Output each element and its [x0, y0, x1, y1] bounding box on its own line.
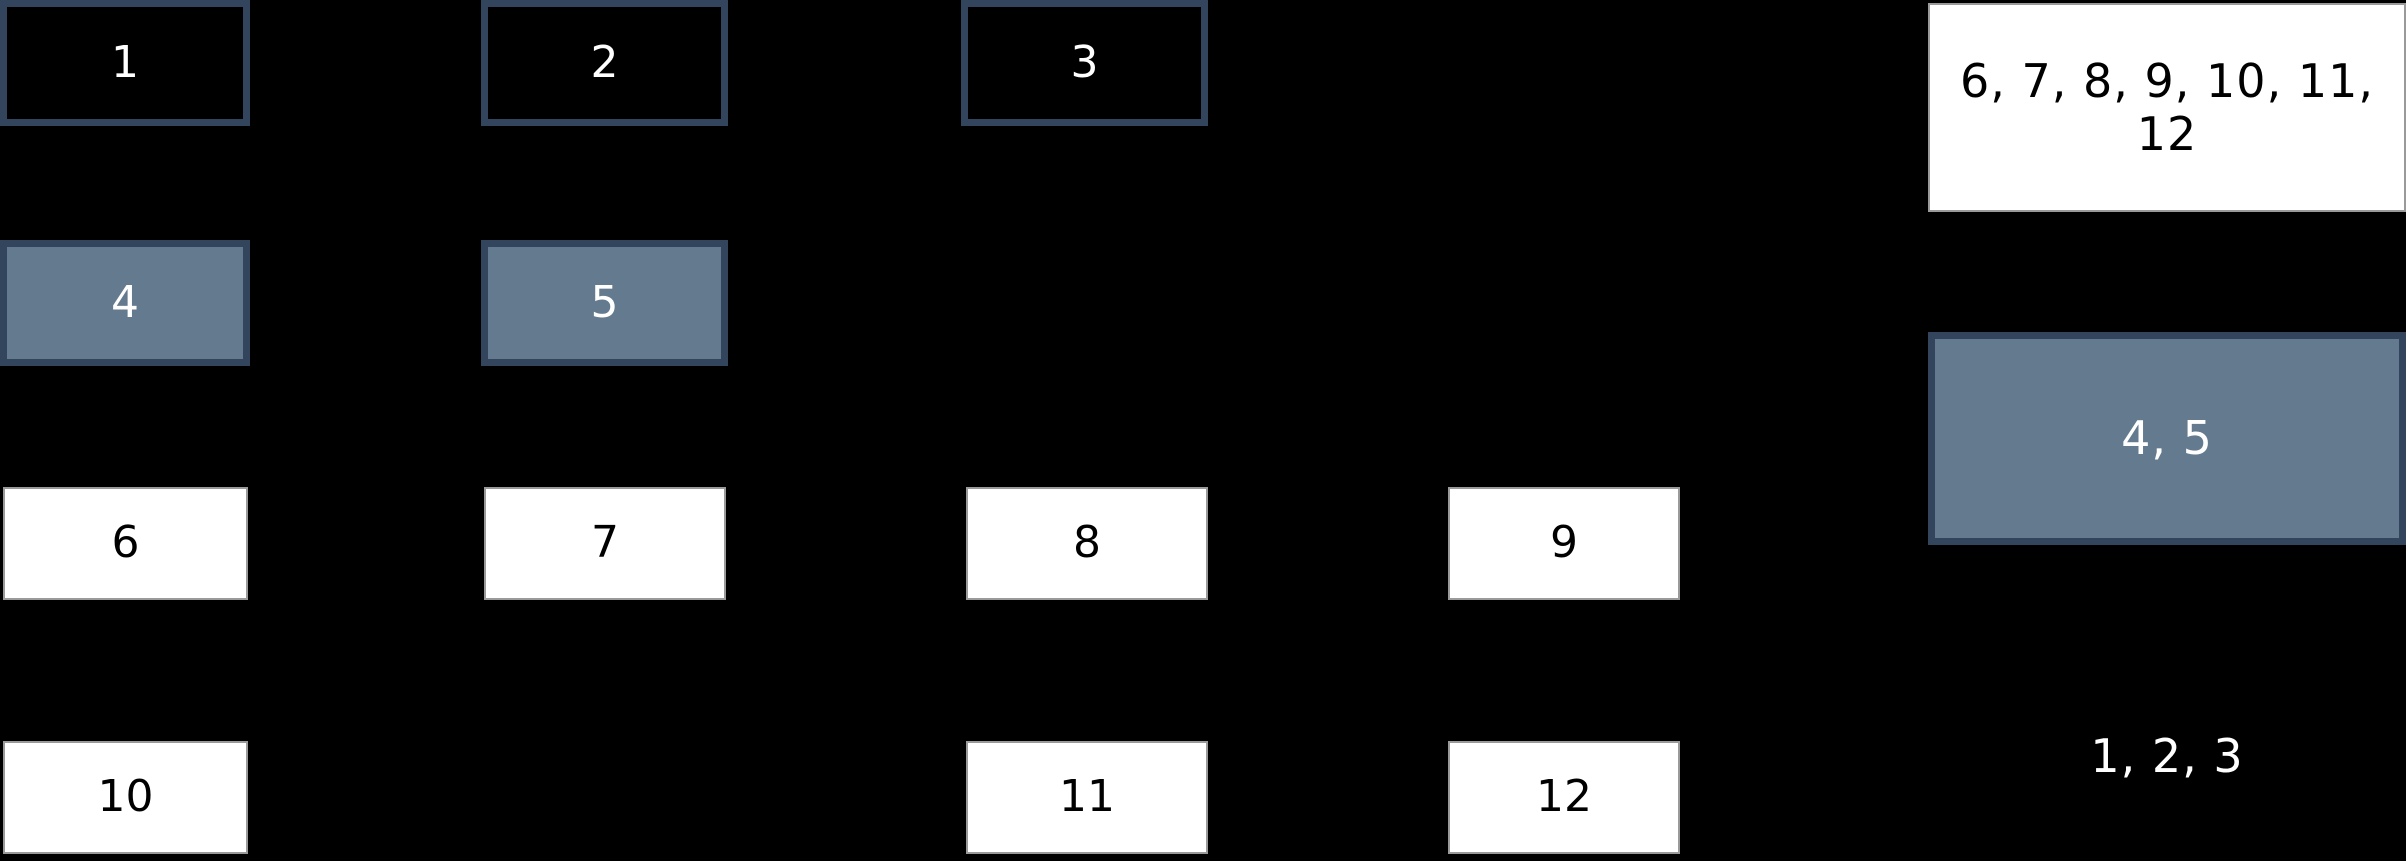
grid-node[interactable]: 2	[481, 0, 728, 126]
grid-node[interactable]: 11	[966, 741, 1208, 854]
grid-node-label: 12	[1536, 771, 1592, 823]
grid-node[interactable]: 12	[1448, 741, 1680, 854]
grid-node-label: 6	[111, 517, 140, 569]
grid-node[interactable]: 6	[3, 487, 248, 600]
grid-node-label: 11	[1059, 771, 1115, 823]
grid-node-label: 1	[111, 36, 139, 88]
legend-item[interactable]: 1, 2, 3	[1928, 700, 2406, 813]
legend-item[interactable]: 4, 5	[1928, 332, 2406, 545]
grid-node-label: 8	[1073, 517, 1101, 569]
grid-node[interactable]: 10	[3, 741, 248, 854]
legend-item-label: 6, 7, 8, 9, 10, 11, 12	[1960, 53, 2374, 161]
grid-node-label: 5	[590, 276, 619, 328]
grid-node[interactable]: 1	[0, 0, 250, 126]
legend-item-label: 1, 2, 3	[2090, 729, 2244, 784]
grid-node-label: 4	[111, 276, 139, 328]
grid-node-label: 2	[590, 36, 619, 88]
legend-item[interactable]: 6, 7, 8, 9, 10, 11, 12	[1928, 3, 2406, 212]
grid-node-label: 9	[1550, 517, 1578, 569]
grid-node[interactable]: 7	[484, 487, 726, 600]
grid-node[interactable]: 3	[961, 0, 1208, 126]
grid-node-label: 7	[591, 517, 619, 569]
grid-node-label: 10	[97, 771, 154, 823]
grid-node[interactable]: 4	[0, 240, 250, 366]
grid-node-label: 3	[1070, 36, 1099, 88]
grid-node[interactable]: 9	[1448, 487, 1680, 600]
grid-node[interactable]: 5	[481, 240, 728, 366]
grid-node[interactable]: 8	[966, 487, 1208, 600]
legend-item-label: 4, 5	[2121, 411, 2213, 466]
